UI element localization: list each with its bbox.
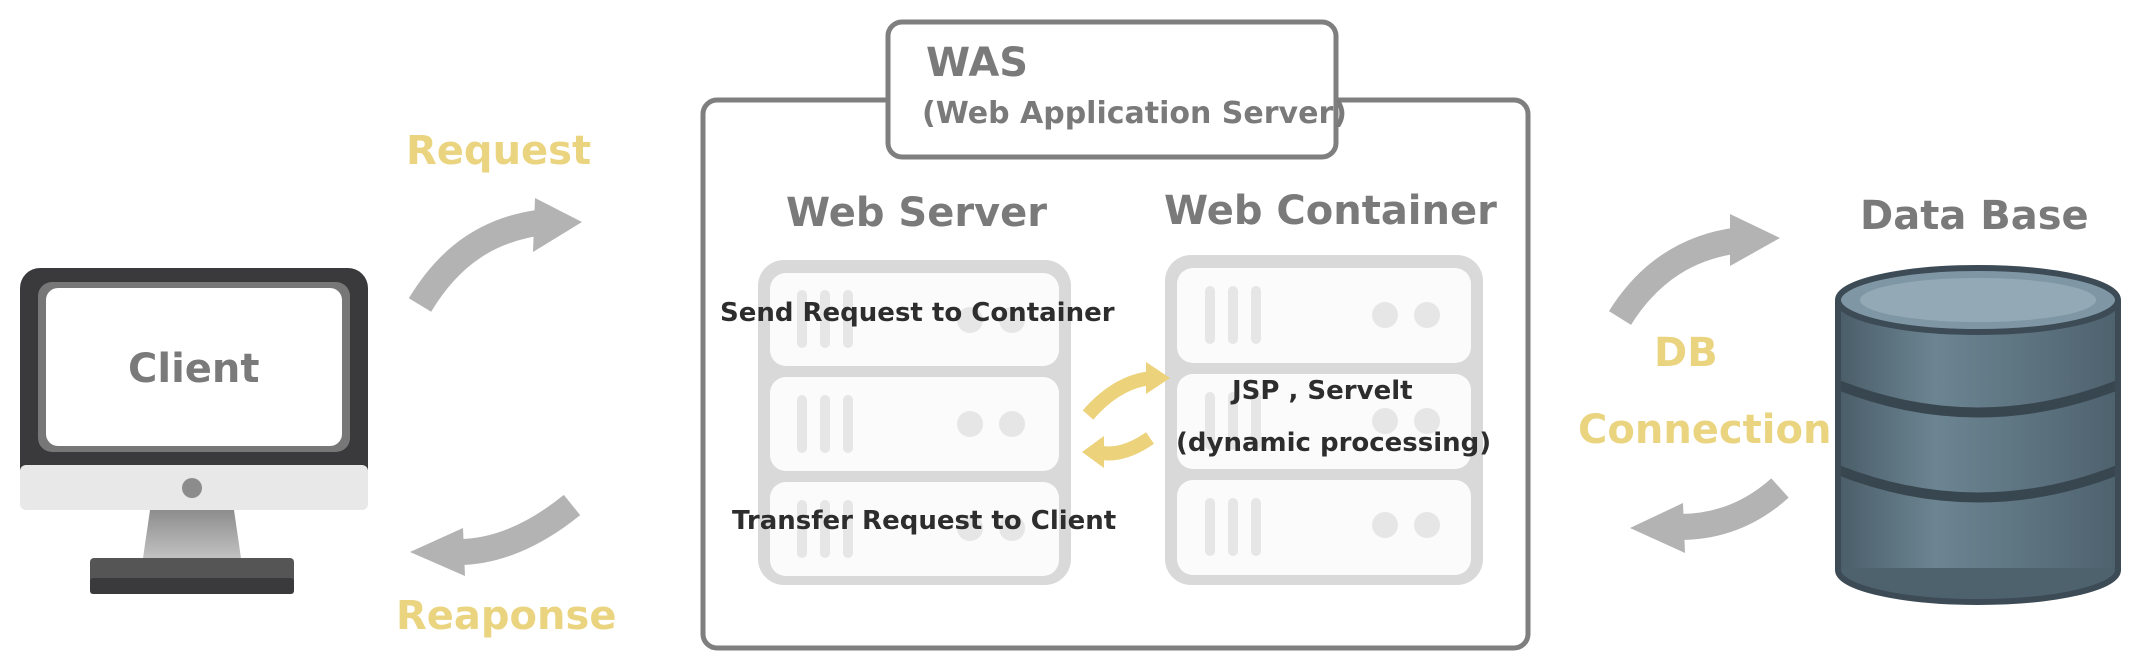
was-subtitle: (Web Application Server) (922, 96, 1347, 131)
response-label: Reaponse (396, 593, 617, 639)
request-arrow-icon (408, 198, 582, 312)
was-title: WAS (926, 40, 1029, 86)
client-label: Client (128, 346, 260, 392)
jsp-servlet-label: JSP , Servelt (1232, 376, 1413, 406)
web-container-title: Web Container (1164, 188, 1497, 234)
web-server-title: Web Server (786, 190, 1047, 236)
was-title-box (885, 19, 1339, 160)
database-cylinder-icon (1835, 265, 2121, 605)
db-response-arrow-icon (1630, 478, 1789, 553)
db-request-arrow-icon (1608, 214, 1780, 326)
web-container-stack-icon (1165, 255, 1483, 585)
request-label: Request (406, 128, 592, 174)
response-arrow-icon (410, 494, 581, 576)
database-label: Data Base (1860, 193, 2089, 239)
exchange-arrows-icon (1082, 362, 1170, 468)
connection-label: Connection (1578, 407, 1832, 453)
dynamic-processing-label: (dynamic processing) (1176, 428, 1492, 458)
send-request-label: Send Request to Container (720, 298, 1115, 328)
client-monitor-icon (20, 268, 368, 594)
web-server-stack-icon (758, 260, 1071, 585)
transfer-request-label: Transfer Request to Client (732, 506, 1117, 536)
db-label: DB (1654, 330, 1718, 376)
